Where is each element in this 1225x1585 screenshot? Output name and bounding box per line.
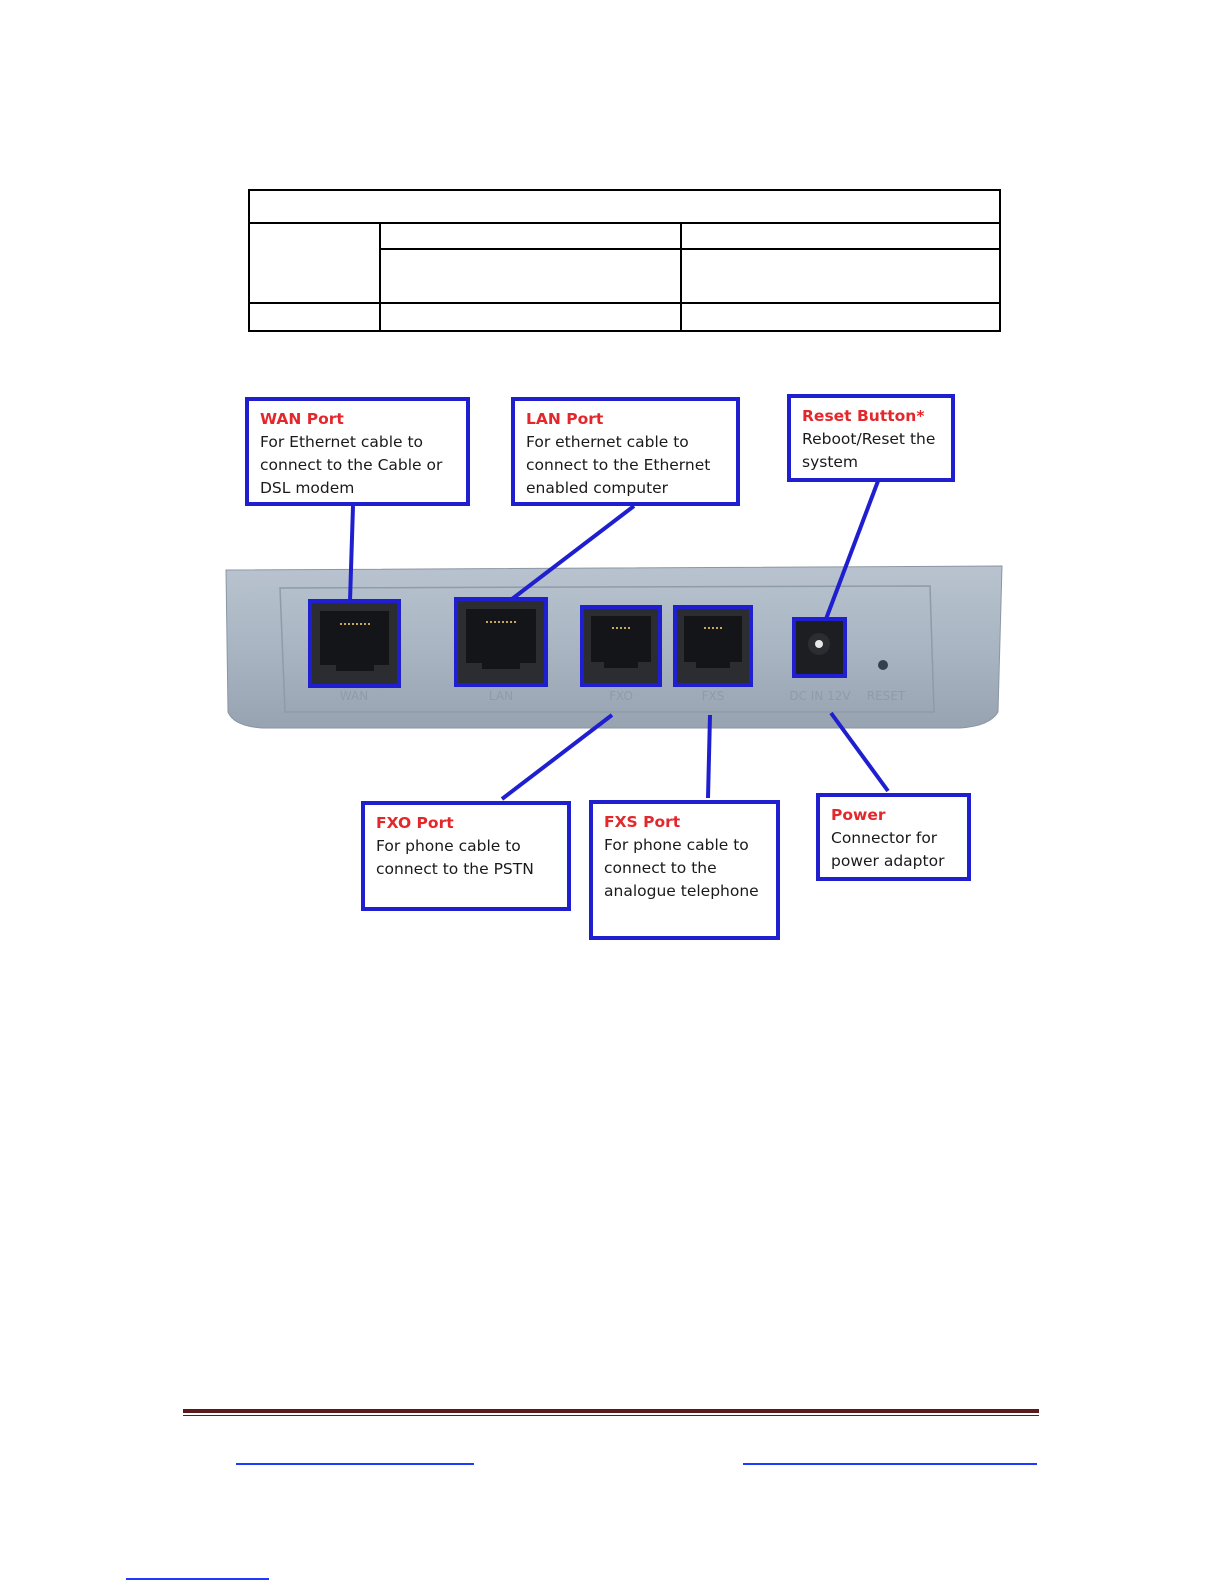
dc-power-jack <box>796 621 843 674</box>
lan-port-description: For ethernet cable to connect to the Eth… <box>526 433 711 497</box>
lan-port-highlight <box>454 597 548 687</box>
footer-rule-thick <box>183 1409 1039 1413</box>
power-callout: Power Connector for power adaptor <box>816 793 971 881</box>
table-cell <box>379 302 682 332</box>
fxs-connector-line <box>706 714 712 799</box>
table-cell <box>679 248 1002 304</box>
reset-hole <box>878 660 888 670</box>
fxo-port-highlight <box>580 605 662 687</box>
footer-link-right[interactable] <box>743 1463 1037 1465</box>
panel-label-dc: DC IN 12V <box>789 689 851 703</box>
fxs-port-callout: FXS Port For phone cable to connect to t… <box>589 800 780 940</box>
lan-port <box>458 601 544 683</box>
fxs-port <box>677 609 749 683</box>
fxo-port-callout: FXO Port For phone cable to connect to t… <box>361 801 571 911</box>
fxs-port-description: For phone cable to connect to the analog… <box>604 836 759 900</box>
reset-connector-line <box>824 480 880 620</box>
lan-port-callout: LAN Port For ethernet cable to connect t… <box>511 397 740 506</box>
lan-connector-line <box>510 504 636 601</box>
table-cell <box>379 222 682 250</box>
fxo-port-description: For phone cable to connect to the PSTN <box>376 837 534 878</box>
table-cell <box>679 302 1002 332</box>
fxo-connector-line <box>500 713 614 801</box>
table-cell <box>248 302 381 332</box>
reset-button-title: Reset Button* <box>802 407 925 425</box>
wan-connector-line <box>348 505 355 602</box>
panel-label-reset: RESET <box>867 689 906 703</box>
table-cell <box>248 222 381 304</box>
reset-button-callout: Reset Button* Reboot/Reset the system <box>787 394 955 482</box>
dc-port-highlight <box>792 617 847 678</box>
power-title: Power <box>831 806 886 824</box>
table-cell <box>379 248 682 304</box>
footer-link-left[interactable] <box>236 1463 474 1465</box>
panel-label-lan: LAN <box>489 689 513 703</box>
fxs-port-title: FXS Port <box>604 813 681 831</box>
panel-label-fxs: FXS <box>702 689 725 703</box>
power-connector-line <box>829 711 890 793</box>
wan-port-highlight <box>308 599 401 688</box>
wan-port-title: WAN Port <box>260 410 344 428</box>
spec-table <box>247 189 1002 332</box>
fxs-port-highlight <box>673 605 753 687</box>
wan-port <box>312 603 397 685</box>
fxo-port-title: FXO Port <box>376 814 454 832</box>
fxo-port <box>584 609 658 683</box>
power-description: Connector for power adaptor <box>831 829 945 870</box>
panel-label-wan: WAN <box>340 689 368 703</box>
panel-label-fxo: FXO <box>609 689 633 703</box>
lan-port-title: LAN Port <box>526 410 604 428</box>
footer-link-bottom[interactable] <box>126 1578 269 1580</box>
wan-port-description: For Ethernet cable to connect to the Cab… <box>260 433 443 497</box>
reset-button-description: Reboot/Reset the system <box>802 430 936 471</box>
wan-port-callout: WAN Port For Ethernet cable to connect t… <box>245 397 470 506</box>
footer-rule-thin <box>183 1415 1039 1416</box>
table-cell <box>679 222 1002 250</box>
table-header-cell <box>247 189 1002 224</box>
device-back-panel-figure: WAN LAN FXO FXS DC IN 12V RESET <box>225 480 1003 801</box>
